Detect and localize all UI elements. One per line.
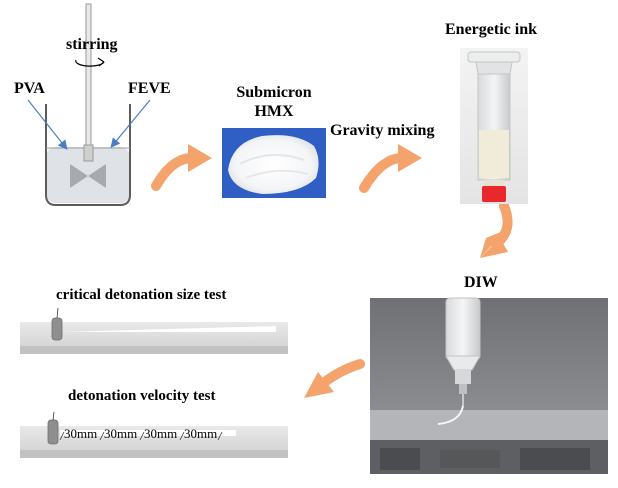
- arrow-1: [151, 144, 212, 191]
- energetic-ink-label: Energetic ink: [445, 21, 537, 38]
- critical-size-bar: [20, 307, 288, 354]
- arrow-2: [359, 144, 422, 193]
- arrow-3: [480, 201, 513, 258]
- feve-label: FEVE: [128, 80, 171, 97]
- feve-pointer: [110, 99, 151, 148]
- arrow-4: [304, 359, 365, 398]
- stirrer-blade: [70, 164, 106, 188]
- gravity-mixing-label: Gravity mixing: [330, 122, 435, 139]
- velocity-bar: [20, 411, 288, 458]
- hmx-label: HMX: [254, 103, 294, 120]
- stirrer-rod: [83, 3, 94, 162]
- segment-label: 30mm: [104, 426, 138, 441]
- rotation-icon: [75, 57, 105, 67]
- pva-label: PVA: [14, 80, 45, 97]
- hmx-powder-photo: [222, 128, 326, 198]
- submicron-label: Submicron: [236, 84, 312, 101]
- energetic-ink-photo: [460, 48, 528, 204]
- velocity-test-label: detonation velocity test: [68, 388, 216, 404]
- segment-label: 30mm: [144, 426, 178, 441]
- segment-label: 30mm: [64, 426, 98, 441]
- diw-printer-photo: [370, 297, 608, 474]
- diw-label: DIW: [464, 274, 498, 291]
- stirring-label: stirring: [66, 36, 118, 53]
- pva-pointer: [27, 99, 68, 150]
- segment-label: 30mm: [184, 426, 218, 441]
- critical-test-label: critical detonation size test: [56, 287, 227, 303]
